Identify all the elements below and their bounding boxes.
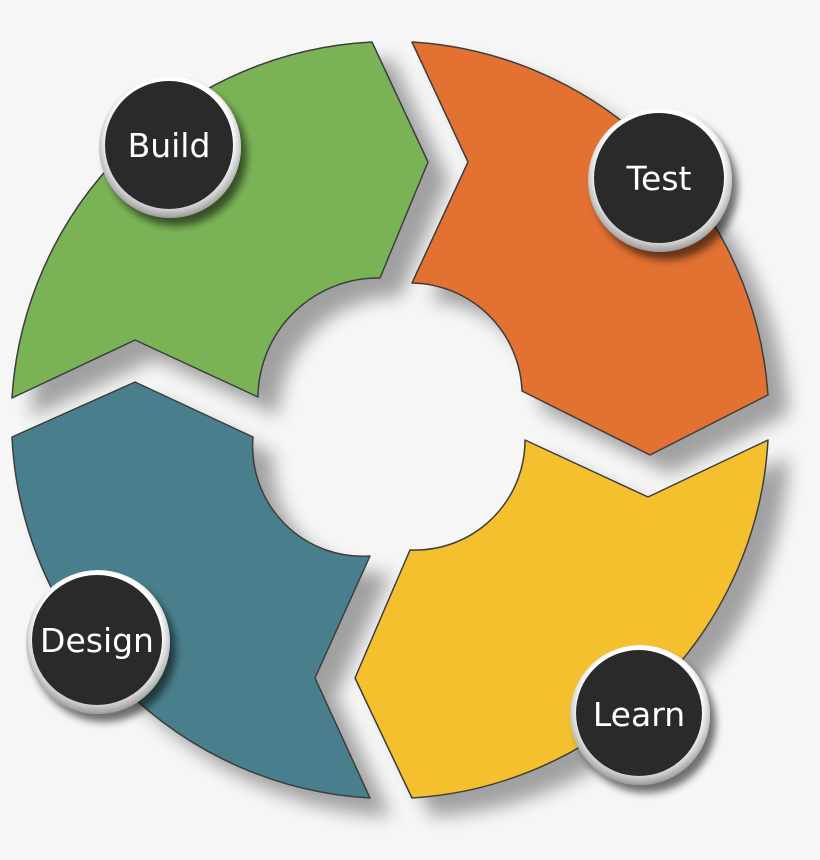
design-badge: Design	[26, 570, 170, 714]
design-label: Design	[40, 621, 154, 660]
build-badge: Build	[99, 76, 241, 218]
test-badge: Test	[588, 108, 732, 252]
learn-segment	[354, 439, 769, 799]
test-segment	[411, 41, 769, 456]
build-label: Build	[128, 126, 211, 165]
test-label: Test	[626, 159, 692, 198]
build-segment	[11, 41, 429, 399]
learn-label: Learn	[593, 695, 685, 734]
learn-badge: Learn	[570, 645, 710, 785]
